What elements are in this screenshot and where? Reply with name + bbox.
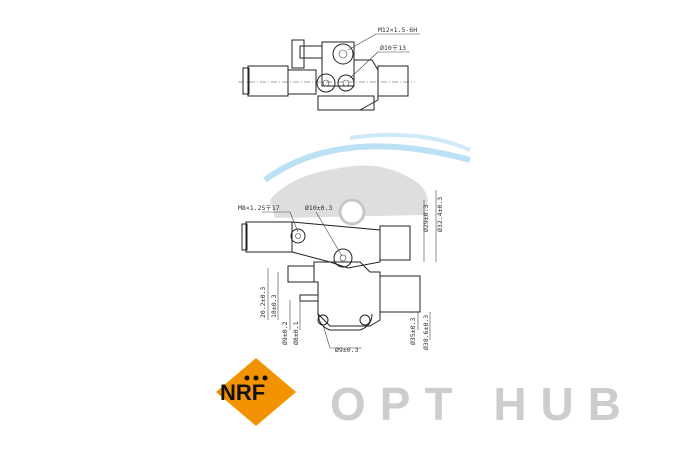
top-hole-label: Ø10〒13 bbox=[380, 44, 406, 52]
nrf-logo-text: NRF bbox=[220, 380, 265, 405]
watermark-text: OPT HUB bbox=[330, 378, 635, 430]
outlet-a-label: Ø29±0.3 bbox=[422, 205, 430, 232]
pin-b-label: Ø8±0.1 bbox=[292, 321, 300, 345]
outlet-b-label: Ø32.4±0.3 bbox=[436, 197, 444, 232]
height-b-label: 18±0.3 bbox=[270, 294, 278, 318]
car-silhouette-watermark bbox=[263, 132, 471, 226]
pin-a-label: Ø9±0.2 bbox=[281, 321, 289, 345]
mount-hole-label: Ø9±0.3 bbox=[335, 346, 359, 354]
inlet-b-label: Ø38.6±0.3 bbox=[422, 315, 430, 350]
top-thread-label: M12×1.5-6H bbox=[378, 26, 417, 34]
bottom-view bbox=[241, 190, 437, 349]
top-view bbox=[238, 33, 420, 111]
height-a-label: 20.2±0.3 bbox=[259, 287, 267, 318]
nrf-logo: NRF bbox=[216, 358, 296, 426]
hole-label: Ø10±0.3 bbox=[305, 204, 332, 212]
inlet-a-label: Ø35±0.3 bbox=[409, 318, 417, 345]
thread-label: M8×1.25〒17 bbox=[238, 204, 280, 212]
